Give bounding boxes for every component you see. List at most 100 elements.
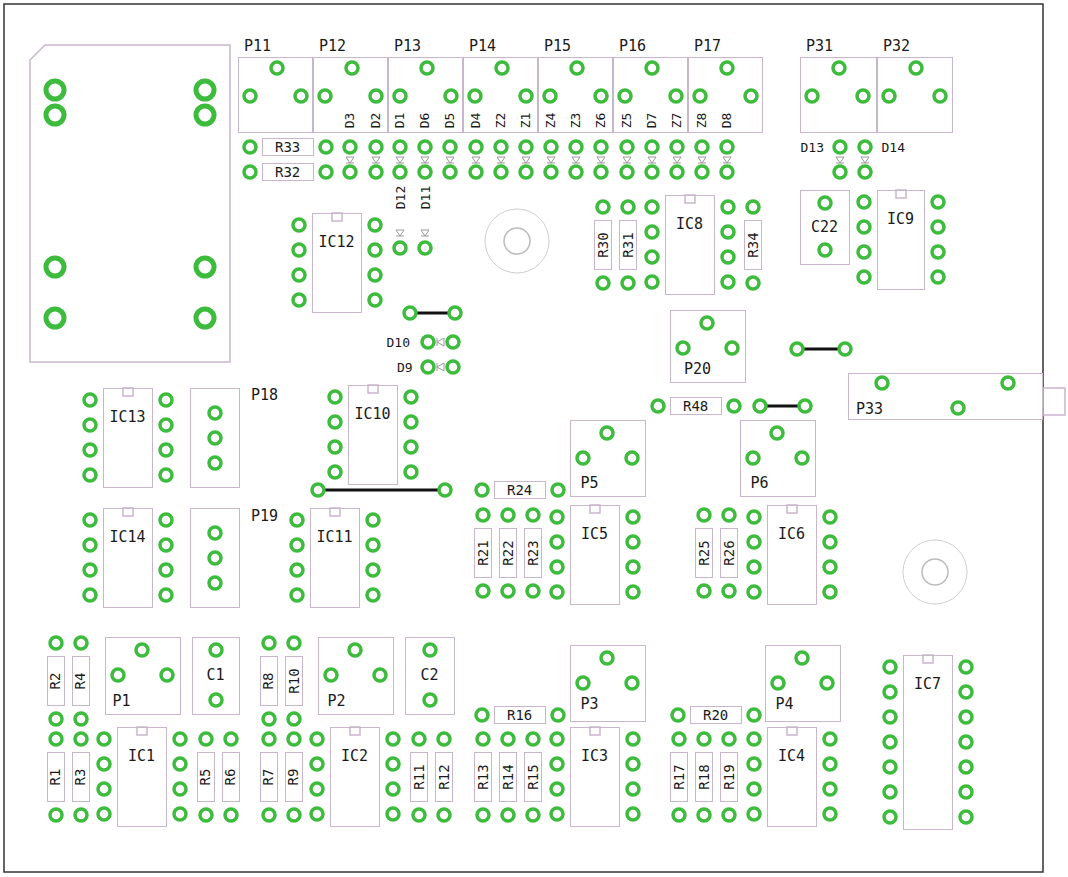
capacitor-outline: C2	[405, 637, 455, 715]
part-designator: R9	[286, 768, 300, 785]
pad	[50, 809, 62, 821]
part-designator: P17	[694, 39, 721, 54]
pad	[160, 564, 172, 576]
ic-outline: IC11	[310, 508, 360, 608]
resistor-outline: R10	[285, 656, 303, 706]
diode-symbol	[396, 230, 404, 236]
pad	[772, 677, 784, 689]
diode-symbol	[372, 163, 380, 164]
part-designator: IC14	[110, 530, 146, 545]
part-designator: IC13	[110, 410, 146, 425]
pad	[98, 758, 110, 770]
pad	[424, 694, 436, 706]
component-label: Z4	[544, 112, 557, 128]
pad	[413, 809, 425, 821]
trimmer-outline: P2	[318, 637, 394, 715]
diode-symbol	[421, 236, 429, 237]
resistor-outline: R15	[524, 752, 542, 802]
component-label: D1	[393, 112, 406, 128]
pad	[329, 391, 341, 403]
pad	[263, 637, 275, 649]
pad	[196, 81, 214, 99]
part-designator: P31	[806, 39, 833, 54]
pad	[721, 166, 733, 178]
component-label: Z2	[494, 112, 507, 128]
ic-notch	[923, 655, 933, 663]
pad	[551, 511, 563, 523]
ic-outline: IC5	[570, 505, 620, 605]
pad	[75, 713, 87, 725]
pad	[884, 711, 896, 723]
part-designator: P18	[251, 388, 278, 403]
component-label: Z5	[620, 112, 633, 128]
diode-symbol	[396, 157, 404, 163]
pad	[98, 808, 110, 820]
pad	[671, 141, 683, 153]
diode-symbol	[396, 236, 404, 237]
pad	[196, 309, 214, 327]
pad	[621, 141, 633, 153]
part-designator: R24	[507, 483, 532, 497]
part-designator: R21	[476, 540, 490, 565]
component-label: D10	[387, 336, 410, 349]
pad	[387, 733, 399, 745]
pad	[46, 309, 64, 327]
diode-symbol	[437, 338, 444, 346]
resistor-outline: R30	[594, 220, 612, 270]
pad	[723, 809, 735, 821]
ic-outline: IC2	[330, 727, 380, 827]
capacitor-outline: C22	[800, 190, 850, 265]
resistor-outline: R12	[435, 752, 453, 802]
pad	[884, 811, 896, 823]
pad	[84, 514, 96, 526]
pad	[394, 242, 406, 254]
pad	[520, 166, 532, 178]
pad	[824, 511, 836, 523]
pad	[225, 809, 237, 821]
pad	[394, 166, 406, 178]
part-designator: IC4	[778, 749, 805, 764]
pad	[726, 342, 738, 354]
pad	[263, 809, 275, 821]
pad	[263, 733, 275, 745]
resistor-outline: R7	[260, 752, 278, 802]
part-designator: IC8	[676, 217, 703, 232]
pad	[367, 564, 379, 576]
pad	[883, 90, 895, 102]
pad	[819, 197, 831, 209]
diode-symbol	[836, 157, 844, 163]
pad	[495, 166, 507, 178]
ic-notch	[787, 505, 797, 513]
pad	[325, 669, 337, 681]
component-label: Z3	[569, 112, 582, 128]
pad	[646, 226, 658, 238]
pad	[646, 166, 658, 178]
pad	[495, 141, 507, 153]
pad	[244, 166, 256, 178]
pad	[748, 536, 760, 548]
part-designator: IC11	[317, 530, 353, 545]
pin-header: P11	[238, 57, 313, 133]
component-label: Z6	[594, 112, 607, 128]
pad	[646, 276, 658, 288]
pad	[932, 196, 944, 208]
resistor-outline: R31	[619, 220, 637, 270]
pad	[370, 141, 382, 153]
ic-notch	[123, 388, 133, 396]
part-designator: R16	[507, 708, 532, 722]
pad	[469, 90, 481, 102]
pad	[597, 201, 609, 213]
pad	[571, 62, 583, 74]
pad	[551, 586, 563, 598]
pad	[858, 221, 870, 233]
resistor-outline: R11	[410, 752, 428, 802]
pad	[754, 400, 766, 412]
pad	[160, 444, 172, 456]
pad	[174, 783, 186, 795]
resistor-outline: R26	[720, 528, 738, 578]
ic-outline: IC7	[903, 655, 953, 830]
component-label: D3	[343, 112, 356, 128]
resistor-outline: R14	[499, 752, 517, 802]
resistor-outline: R33	[262, 138, 314, 156]
pad	[50, 733, 62, 745]
